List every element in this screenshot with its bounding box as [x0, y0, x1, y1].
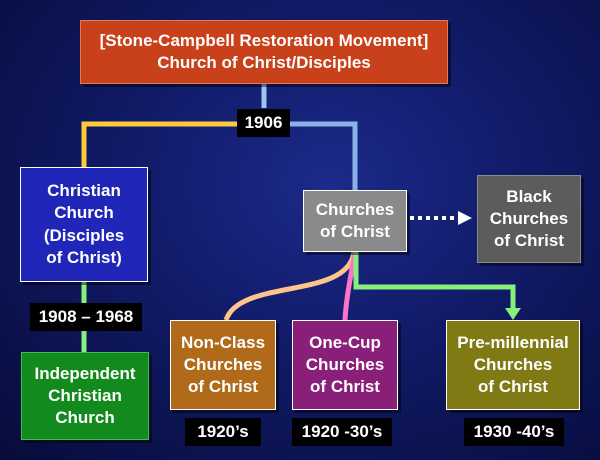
connector-split-to-disciples	[81, 121, 238, 167]
date-premillennial: 1930 -40’s	[464, 418, 564, 446]
node-one-cup: One-Cup Churches of Christ	[292, 320, 398, 410]
node-disciples: Christian Church (Disciples of Christ)	[20, 167, 148, 282]
node-churches-of-christ: Churches of Christ	[303, 190, 407, 252]
date-one-cup: 1920 -30’s	[292, 418, 392, 446]
node-root-line1: [Stone-Campbell Restoration Movement]	[99, 30, 429, 50]
connector-to-non-class	[223, 251, 357, 322]
node-root-line2: Church of Christ/Disciples	[157, 53, 371, 72]
arrowhead-premillennial	[505, 308, 521, 320]
arrowhead-black-churches	[458, 211, 472, 225]
connector-to-premillennial	[353, 252, 516, 309]
node-black-churches: Black Churches of Christ	[477, 175, 581, 263]
connector-split-to-churches-of-christ	[290, 121, 358, 190]
node-non-class: Non-Class Churches of Christ	[170, 320, 276, 410]
node-premillennial: Pre-millennial Churches of Christ	[446, 320, 580, 410]
date-non-class: 1920’s	[185, 418, 261, 446]
node-root: [Stone-Campbell Restoration Movement] Ch…	[80, 20, 448, 84]
date-split: 1906	[237, 109, 290, 137]
date-disciples-split: 1908 – 1968	[30, 303, 142, 331]
node-independent: Independent Christian Church	[21, 352, 149, 440]
